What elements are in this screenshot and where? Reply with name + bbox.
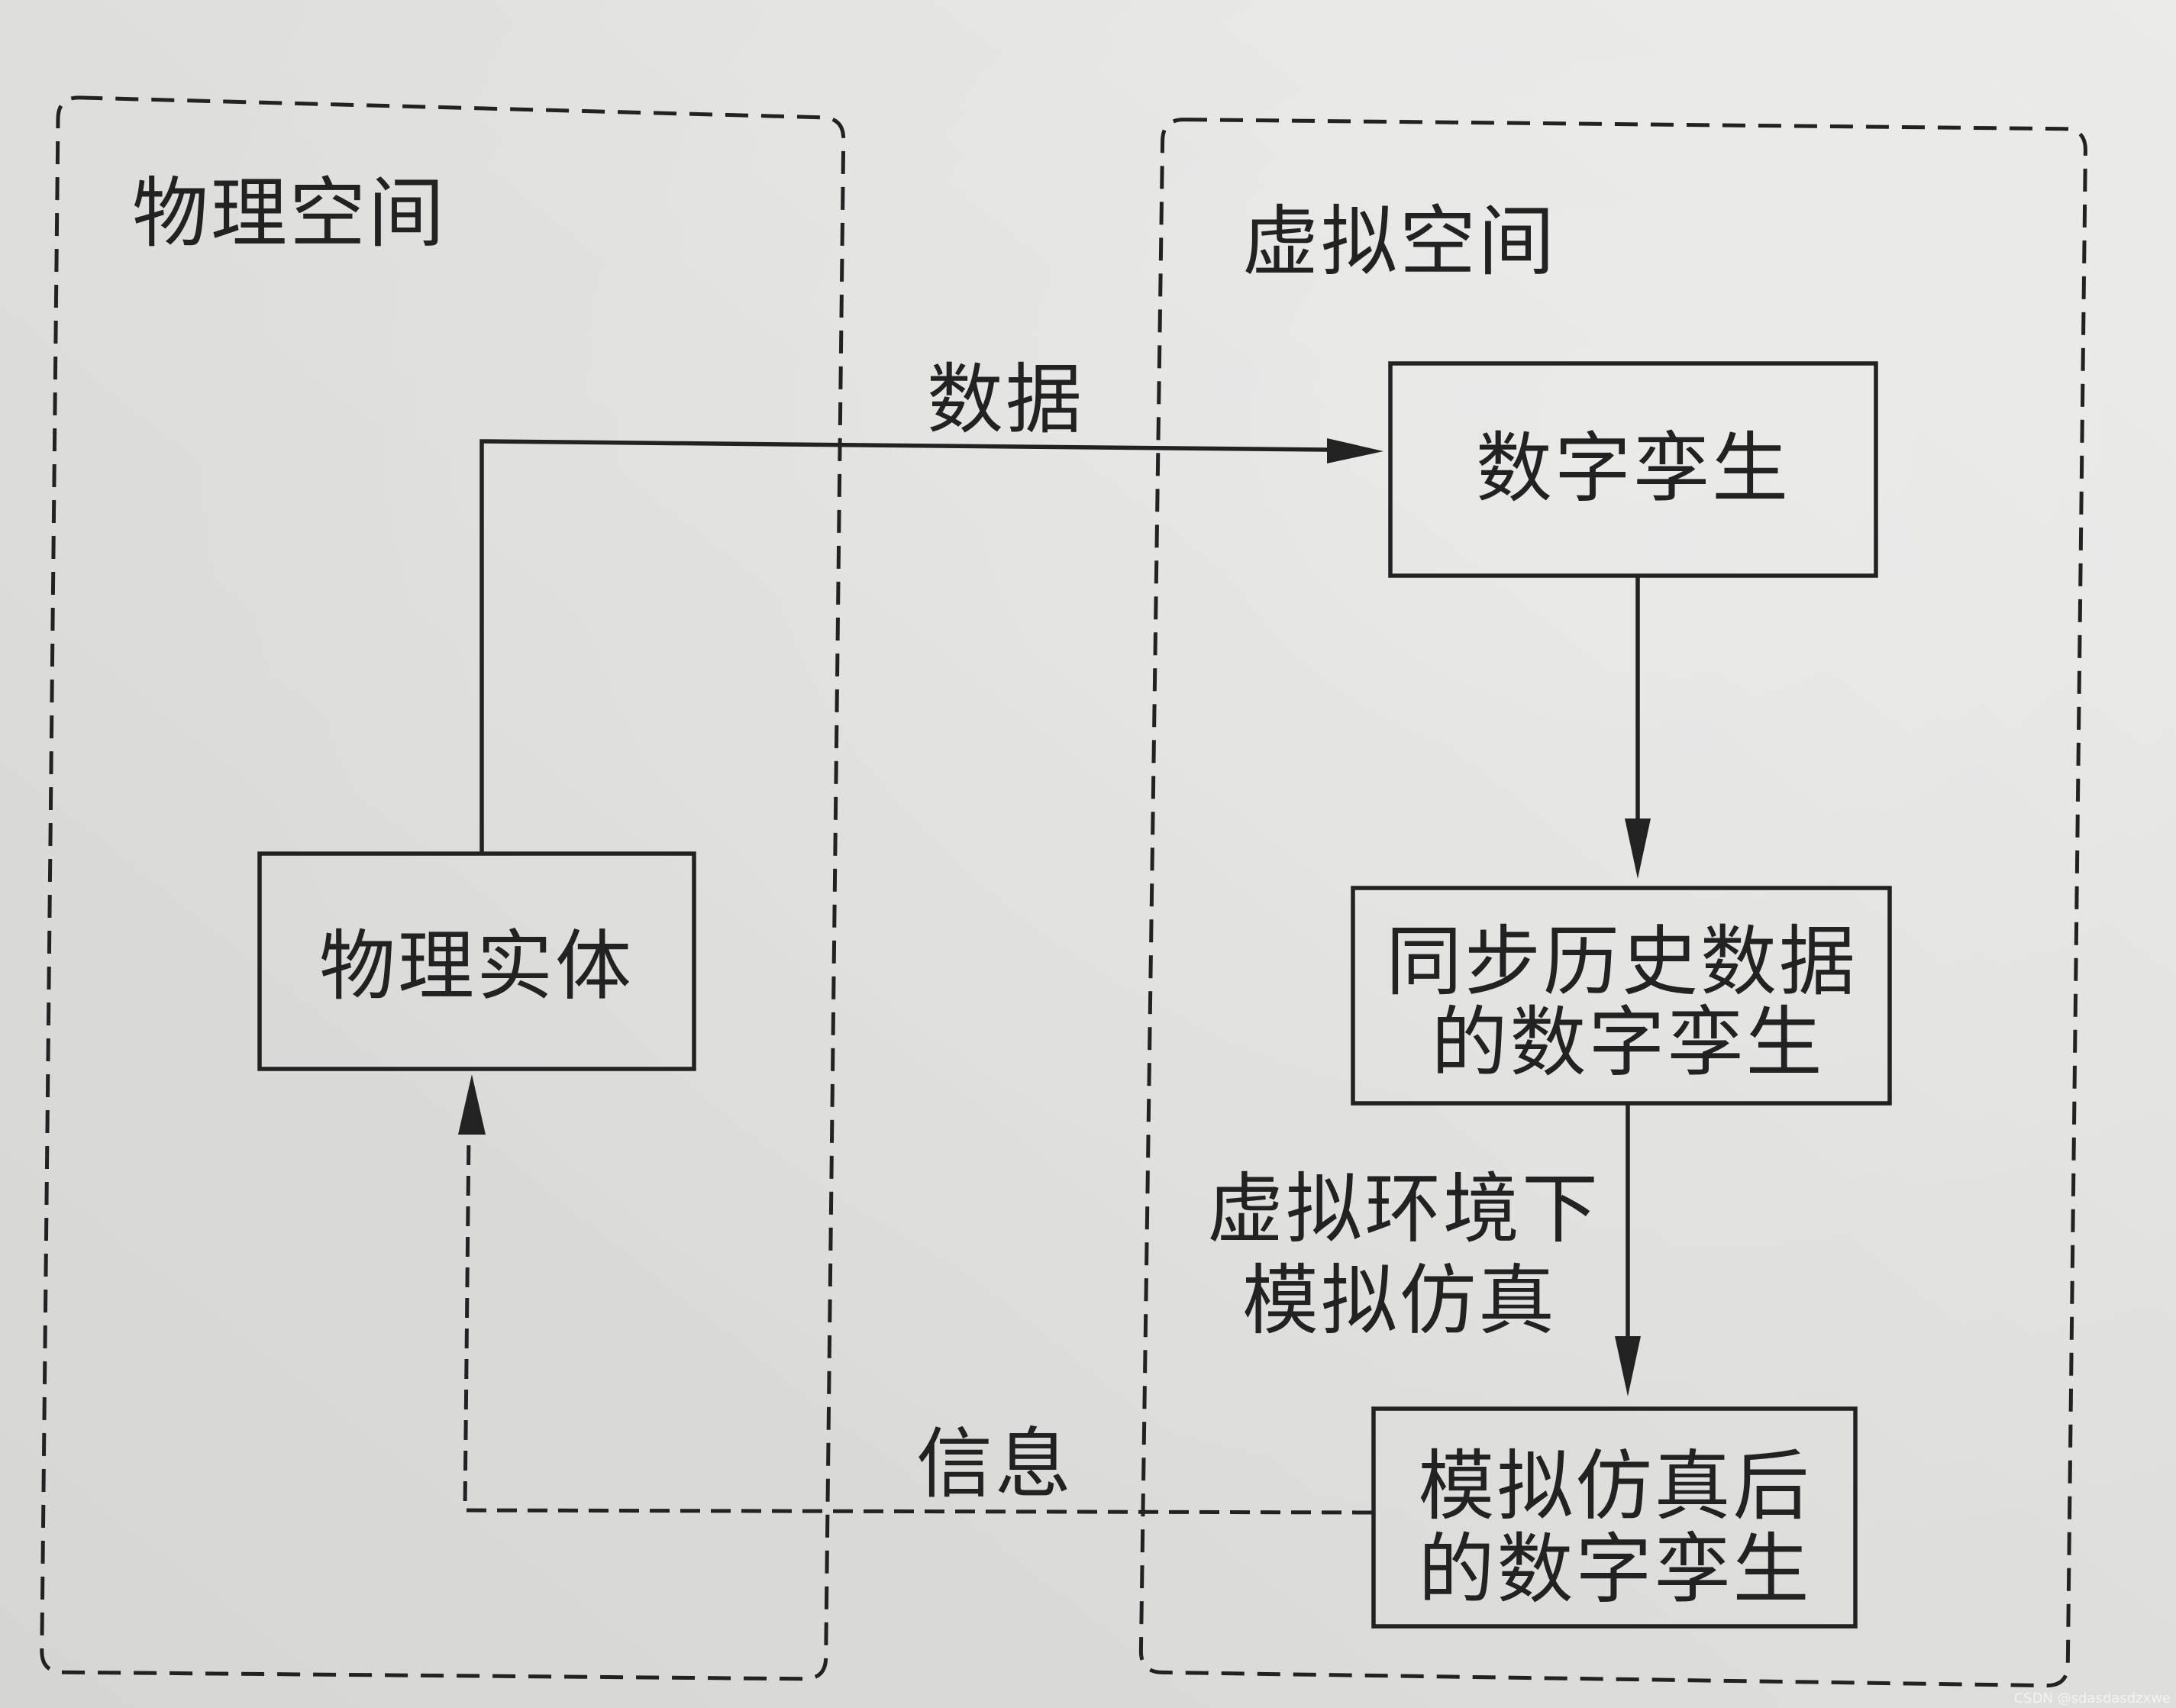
physical-space-border <box>40 95 846 1681</box>
digital-twin-node: 数字孪生 <box>1388 361 1878 578</box>
synced-twin-node: 同步历史数据 的数字孪生 <box>1351 886 1892 1106</box>
synced-twin-label-line-2: 的数字孪生 <box>1432 998 1825 1087</box>
simulation-label-line-1: 虚拟环境下 <box>1207 1164 1600 1254</box>
data-flow-label: 数据 <box>927 355 1084 444</box>
watermark: CSDN @sdasdasdzxwe <box>2014 1690 2171 1706</box>
digital-twin-box <box>1388 361 1878 578</box>
simulated-twin-label-line-1: 模拟仿真后 <box>1419 1442 1812 1531</box>
simulated-twin-box <box>1371 1406 1858 1629</box>
synced-twin-label-line-1: 同步历史数据 <box>1386 917 1858 1006</box>
simulated-twin-label-line-2: 的数字孪生 <box>1419 1525 1812 1614</box>
data-flow-line <box>479 439 1329 854</box>
physical-entity-label: 物理实体 <box>319 922 634 1011</box>
virtual-space-border <box>1138 118 2087 1688</box>
synced-twin-box <box>1351 886 1892 1106</box>
info-feedback-arrowhead <box>458 1074 486 1135</box>
simulation-arrowhead <box>1615 1336 1641 1396</box>
digital-twin-label: 数字孪生 <box>1476 424 1790 513</box>
simulated-twin-node: 模拟仿真后 的数字孪生 <box>1371 1406 1858 1629</box>
physical-space-label: 物理空间 <box>132 169 447 258</box>
virtual-space-label: 虚拟空间 <box>1242 197 1557 286</box>
virtual-space-region: 虚拟空间 <box>1138 118 2087 1688</box>
sync-arrowhead <box>1625 818 1651 879</box>
simulation-label-line-2: 模拟仿真 <box>1242 1256 1557 1345</box>
data-flow-arrowhead <box>1327 438 1383 463</box>
physical-entity-node: 物理实体 <box>257 851 696 1071</box>
info-feedback-label: 信息 <box>916 1419 1073 1509</box>
physical-entity-box <box>257 851 696 1071</box>
simulation-edge: 虚拟环境下 模拟仿真 <box>1207 1103 1641 1396</box>
info-feedback-edge: 信息 <box>458 1074 1373 1515</box>
sync-edge <box>1625 576 1651 879</box>
physical-space-region: 物理空间 <box>40 95 846 1681</box>
data-flow-edge: 数据 <box>479 355 1383 854</box>
